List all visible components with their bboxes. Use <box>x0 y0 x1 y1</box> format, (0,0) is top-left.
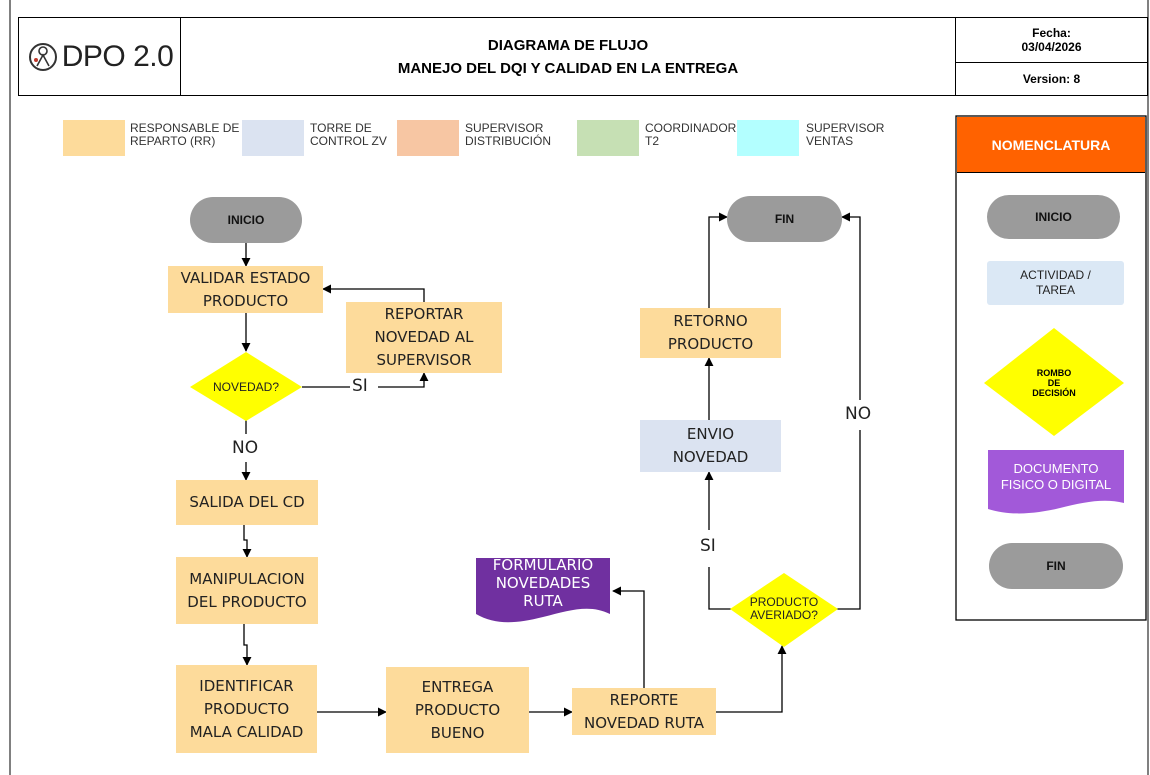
nom-documento-shape <box>988 450 1124 514</box>
inicio-terminal: INICIO <box>190 197 302 243</box>
version-cell: Version: 8 <box>955 62 1148 96</box>
title-line-1: DIAGRAMA DE FLUJO <box>487 36 649 54</box>
si-label-1: SI <box>352 376 368 396</box>
nomenclatura-divider <box>957 172 1145 173</box>
formulario-document-shape <box>476 558 610 623</box>
fecha-cell: Fecha: 03/04/2026 <box>955 17 1148 63</box>
arrow-reporte-formulario <box>612 586 645 688</box>
fecha-label: Fecha: <box>1032 26 1071 40</box>
arrow-reportar-validar <box>322 284 425 302</box>
logo-text: DPO 2.0 <box>61 39 174 73</box>
arrow-salida-manipulacion <box>242 525 252 558</box>
legend-swatch-coordinador <box>577 120 639 156</box>
si-label-2: SI <box>700 536 716 556</box>
fin-terminal: FIN <box>727 196 842 242</box>
legend-swatch-supervisor-ventas <box>737 120 799 156</box>
novedad-decision: NOVEDAD? <box>200 378 292 396</box>
novedad-decision-shape <box>190 352 302 421</box>
legend-swatch-rr <box>63 120 125 156</box>
nomenclatura-header: NOMENCLATURA <box>957 117 1145 172</box>
novedad-label: NOVEDAD? <box>212 379 280 394</box>
arrow-retorno-fin <box>708 212 728 308</box>
arrow-averiado-no <box>836 430 861 610</box>
arrow-reporte-averiado <box>716 645 787 713</box>
arrow-averiado-si-envio <box>708 567 731 610</box>
inicio-label: INICIO <box>227 213 265 227</box>
legend-swatch-torre <box>242 120 304 156</box>
nom-fin: FIN <box>989 543 1123 589</box>
salida-del-cd: SALIDA DEL CD <box>176 480 318 525</box>
nomenclatura-title: NOMENCLATURA <box>991 136 1111 153</box>
nom-actividad-tarea: ACTIVIDAD /TAREA <box>987 261 1124 305</box>
logo-cell: DPO 2.0 <box>18 17 181 96</box>
arrow-manipulacion-identificar <box>242 624 252 666</box>
averiado-decision-shape <box>730 573 838 647</box>
dpo-logo-icon <box>28 42 57 71</box>
version-label: Version: 8 <box>1022 72 1081 86</box>
legend-swatch-supervisor-dist <box>397 120 459 156</box>
nom-rombo-shape <box>984 328 1124 436</box>
fecha-value: 03/04/2026 <box>1021 40 1082 54</box>
document-title: DIAGRAMA DE FLUJO MANEJO DEL DQI Y CALID… <box>180 17 956 96</box>
fin-label: FIN <box>774 212 795 226</box>
nom-inicio: INICIO <box>987 195 1120 239</box>
title-line-2: MANEJO DEL DQI Y CALIDAD EN LA ENTREGA <box>397 59 739 77</box>
no-label-2: NO <box>845 404 872 424</box>
no-label-1: NO <box>232 438 259 458</box>
